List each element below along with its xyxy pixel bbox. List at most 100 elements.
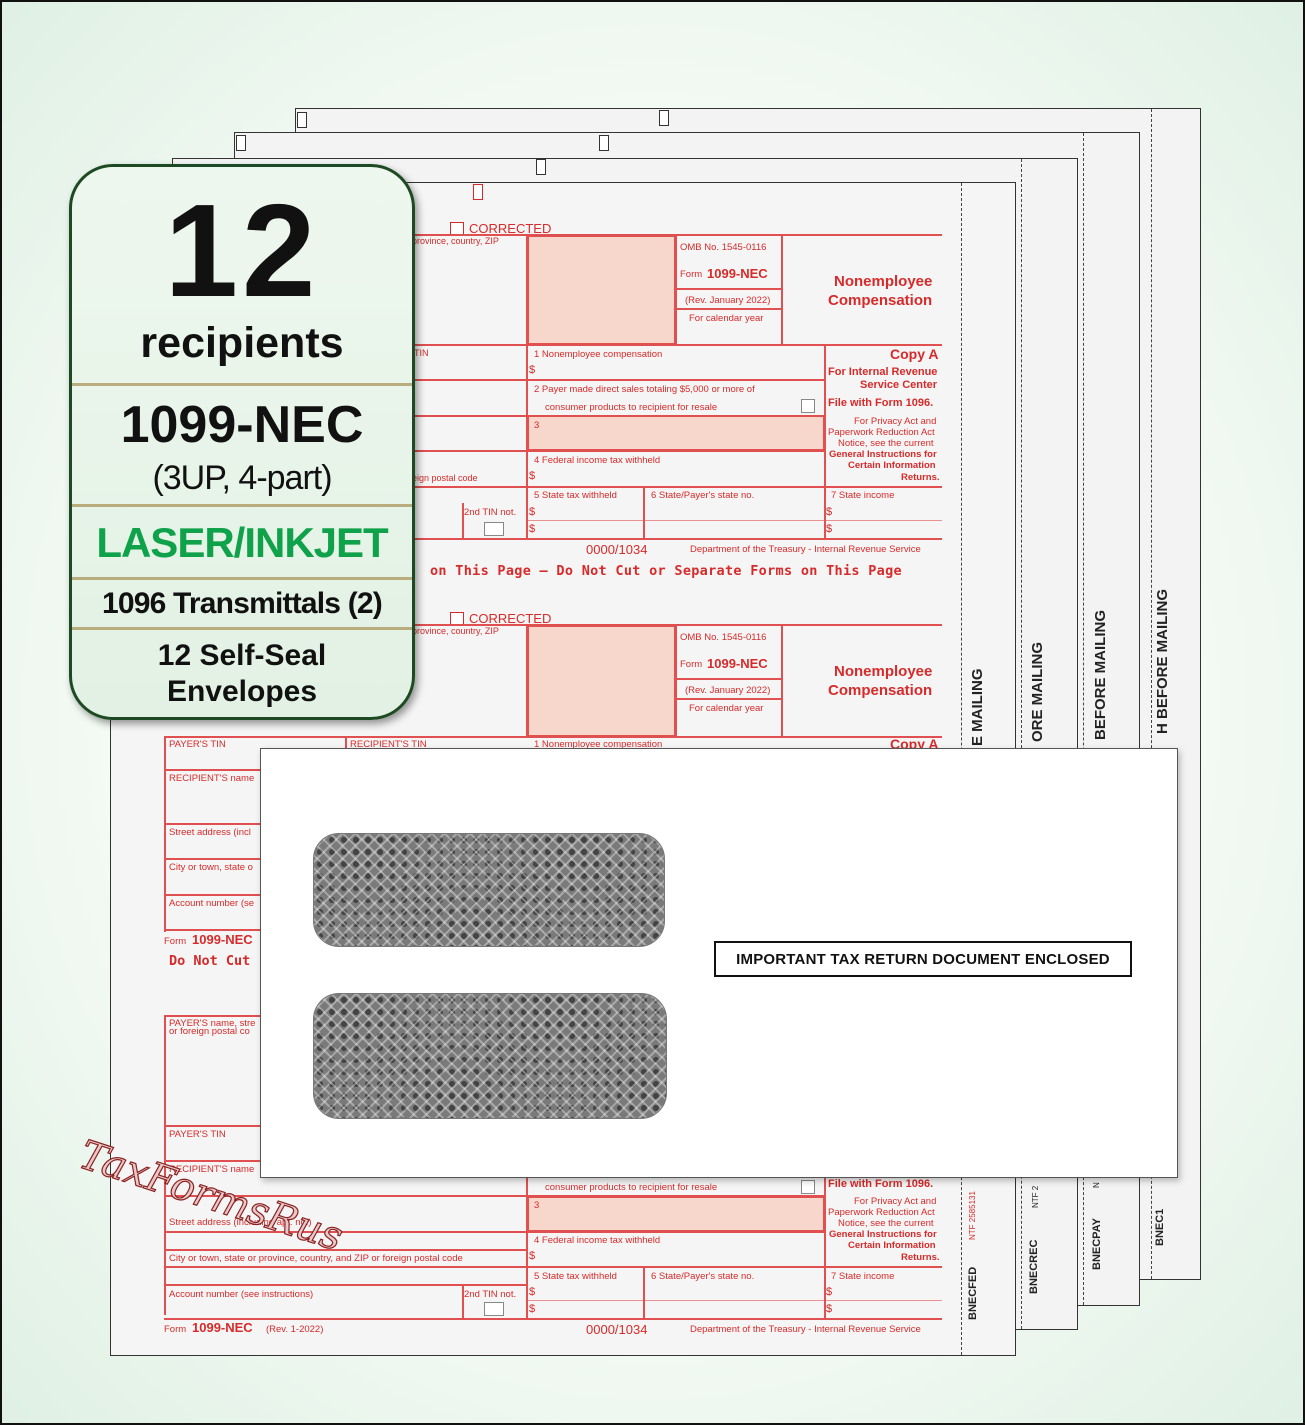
privacy-line4: General Instructions for (829, 1229, 937, 1240)
shaded-box (528, 626, 675, 736)
recipient-name-label: RECIPIENT'S name (169, 1164, 255, 1175)
copy-for-line1: For Internal Revenue (828, 366, 938, 378)
feed-tab (536, 159, 546, 175)
box6-label: 6 State/Payer's state no. (651, 490, 755, 501)
perforation-line (1151, 109, 1152, 1279)
box5-label: 5 State tax withheld (534, 1271, 617, 1282)
department-label: Department of the Treasury - Internal Re… (690, 1324, 921, 1335)
privacy-line1: For Privacy Act and (854, 1196, 937, 1207)
recipient-name-label: RECIPIENT'S name (169, 773, 255, 784)
box3-shaded (528, 1197, 824, 1231)
sheet-code-small: N (1092, 1182, 1101, 1188)
omb-number: OMB No. 1545-0116 (680, 632, 767, 643)
street-full-label: Street address (including apt. no.) (169, 1217, 312, 1228)
box2-line1: 2 Payer made direct sales totaling $5,00… (534, 384, 755, 395)
copy-for-line2: Service Center (860, 379, 938, 391)
product-badge: 12 recipients 1099-NEC (3UP, 4-part) LAS… (69, 164, 415, 720)
box7-label: 7 State income (831, 1271, 895, 1282)
box2-line2: consumer products to recipient for resal… (545, 1182, 718, 1193)
form-word: Form (680, 269, 703, 280)
sheet-label: E MAILING (969, 668, 986, 747)
privacy-line5: Certain Information (848, 460, 936, 471)
privacy-line4: General Instructions for (829, 449, 937, 460)
recipients-tin-label: RECIPIENT'S TIN (350, 739, 427, 750)
box4-label: 4 Federal income tax withheld (534, 1235, 661, 1246)
calendar-year: For calendar year (689, 313, 764, 324)
form-rev: (Rev. January 2022) (685, 295, 771, 306)
feed-tab (236, 135, 246, 151)
form-title-line2: Compensation (828, 292, 933, 309)
payers-tin-label: PAYER'S TIN (169, 739, 226, 750)
corrected-checkbox (450, 612, 464, 626)
box2-checkbox (801, 1180, 815, 1194)
sheet-code-small: NTF 2585131 (968, 1191, 977, 1240)
badge-form-name: 1099-NEC (120, 396, 364, 454)
box1-label: 1 Nonemployee compensation (534, 739, 663, 750)
catalog-number: 0000/1034 (586, 542, 648, 557)
sheet-code: BNECFED (967, 1266, 979, 1320)
box4-label: 4 Federal income tax withheld (534, 455, 661, 466)
file-with: File with Form 1096. (828, 1178, 934, 1190)
dollar-sign: $ (529, 523, 536, 535)
second-tin-checkbox (484, 1302, 504, 1316)
calendar-year: For calendar year (689, 703, 764, 714)
form-title-line1: Nonemployee (834, 663, 933, 680)
badge-form-variant: (3UP, 4-part) (152, 459, 332, 497)
feed-tab (473, 184, 483, 200)
foreign-postal-label: eign postal code (412, 473, 478, 483)
badge-envelopes-line1: 12 Self-Seal (157, 639, 327, 672)
sheet-code-small: NTF 2 (1031, 1185, 1040, 1208)
payers-tin-label: PAYER'S TIN (169, 1129, 226, 1140)
sheet-label: BEFORE MAILING (1092, 610, 1109, 740)
second-tin-label: 2nd TIN not. (464, 507, 517, 518)
feed-tab (659, 110, 669, 126)
box2-checkbox (801, 399, 815, 413)
badge-count-label: recipients (140, 319, 344, 367)
do-not-cut-banner: Do Not Cut (169, 953, 251, 969)
dollar-sign: $ (529, 1303, 536, 1315)
privacy-line2: Paperwork Reduction Act (828, 427, 935, 438)
omb-number: OMB No. 1545-0116 (680, 242, 767, 253)
city-full-label: City or town, state or province, country… (169, 1253, 463, 1264)
box7-label: 7 State income (831, 490, 895, 501)
sheet-label: ORE MAILING (1029, 642, 1046, 742)
form-rev: (Rev. January 2022) (685, 685, 771, 696)
privacy-line1: For Privacy Act and (854, 416, 937, 427)
box3-shaded (528, 416, 824, 450)
copy-label: Copy A (890, 346, 939, 362)
corrected-label: CORRECTED (469, 611, 552, 626)
perforation-line (1021, 159, 1022, 1329)
dollar-sign: $ (826, 1303, 833, 1315)
badge-envelopes-line2: Envelopes (166, 675, 318, 708)
payer-name-label-2: or foreign postal co (169, 1026, 250, 1037)
feed-tab (297, 112, 307, 128)
sheet-code: BNECPAY (1091, 1218, 1103, 1270)
dollar-sign: $ (826, 1286, 833, 1298)
privacy-line2: Paperwork Reduction Act (828, 1207, 935, 1218)
privacy-line3: Notice, see the current (838, 438, 934, 449)
dollar-sign: $ (529, 506, 536, 518)
envelope-window-top (313, 833, 665, 947)
dollar-sign: $ (826, 523, 833, 535)
sheet-code: BNEC1 (1154, 1208, 1166, 1246)
envelope-notice: IMPORTANT TAX RETURN DOCUMENT ENCLOSED (714, 941, 1132, 977)
department-label: Department of the Treasury - Internal Re… (690, 544, 921, 555)
box3-label: 3 (534, 1200, 540, 1211)
street-label: Street address (incl (169, 827, 251, 838)
form-number: 1099-NEC (192, 932, 253, 947)
form-number: 1099-NEC (707, 656, 768, 671)
privacy-line6: Returns. (901, 472, 940, 483)
dollar-sign: $ (826, 506, 833, 518)
file-with: File with Form 1096. (828, 397, 934, 409)
recipient-tin-fragment: TIN (414, 348, 429, 358)
box6-label: 6 State/Payer's state no. (651, 1271, 755, 1282)
badge-print-type: LASER/INKJET (96, 519, 388, 566)
form-word: Form (164, 936, 187, 947)
form-rev: (Rev. 1-2022) (266, 1324, 324, 1335)
dollar-sign: $ (529, 364, 536, 376)
box5-label: 5 State tax withheld (534, 490, 617, 501)
dollar-sign: $ (529, 470, 536, 482)
box2-line2: consumer products to recipient for resal… (545, 402, 718, 413)
box1-label: 1 Nonemployee compensation (534, 349, 663, 360)
